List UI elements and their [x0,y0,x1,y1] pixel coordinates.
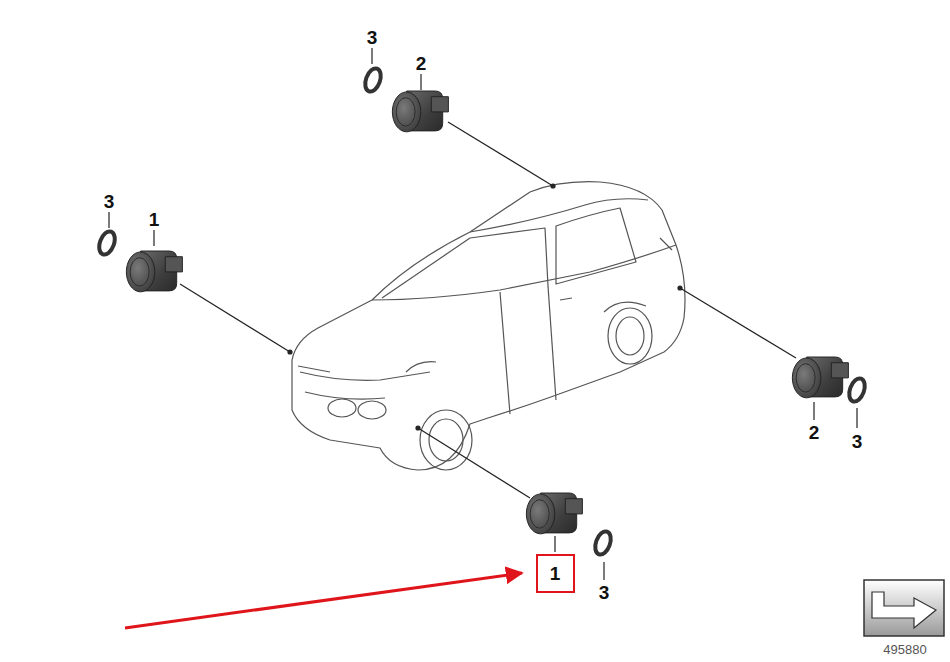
car-outline [292,182,685,470]
sensor [526,493,582,534]
callout-number: 2 [416,54,427,73]
callout-number: 3 [852,432,863,451]
leader-lines [180,122,796,498]
callout-number: 3 [599,583,610,602]
callout-number: 3 [367,28,378,47]
pointer-arrow [125,573,522,628]
sensor [126,251,182,292]
sensor [392,91,448,132]
callout-number: 1 [550,564,561,583]
callout-ticks [109,48,857,580]
diagram-id: 495880 [883,643,926,656]
seal-rings [96,66,867,556]
highlight-box: 1 [536,554,575,593]
callout-number: 1 [149,210,160,229]
callout-number: 3 [104,192,115,211]
callout-number: 2 [809,423,820,442]
view-icon [864,580,944,636]
sensor [792,357,848,398]
